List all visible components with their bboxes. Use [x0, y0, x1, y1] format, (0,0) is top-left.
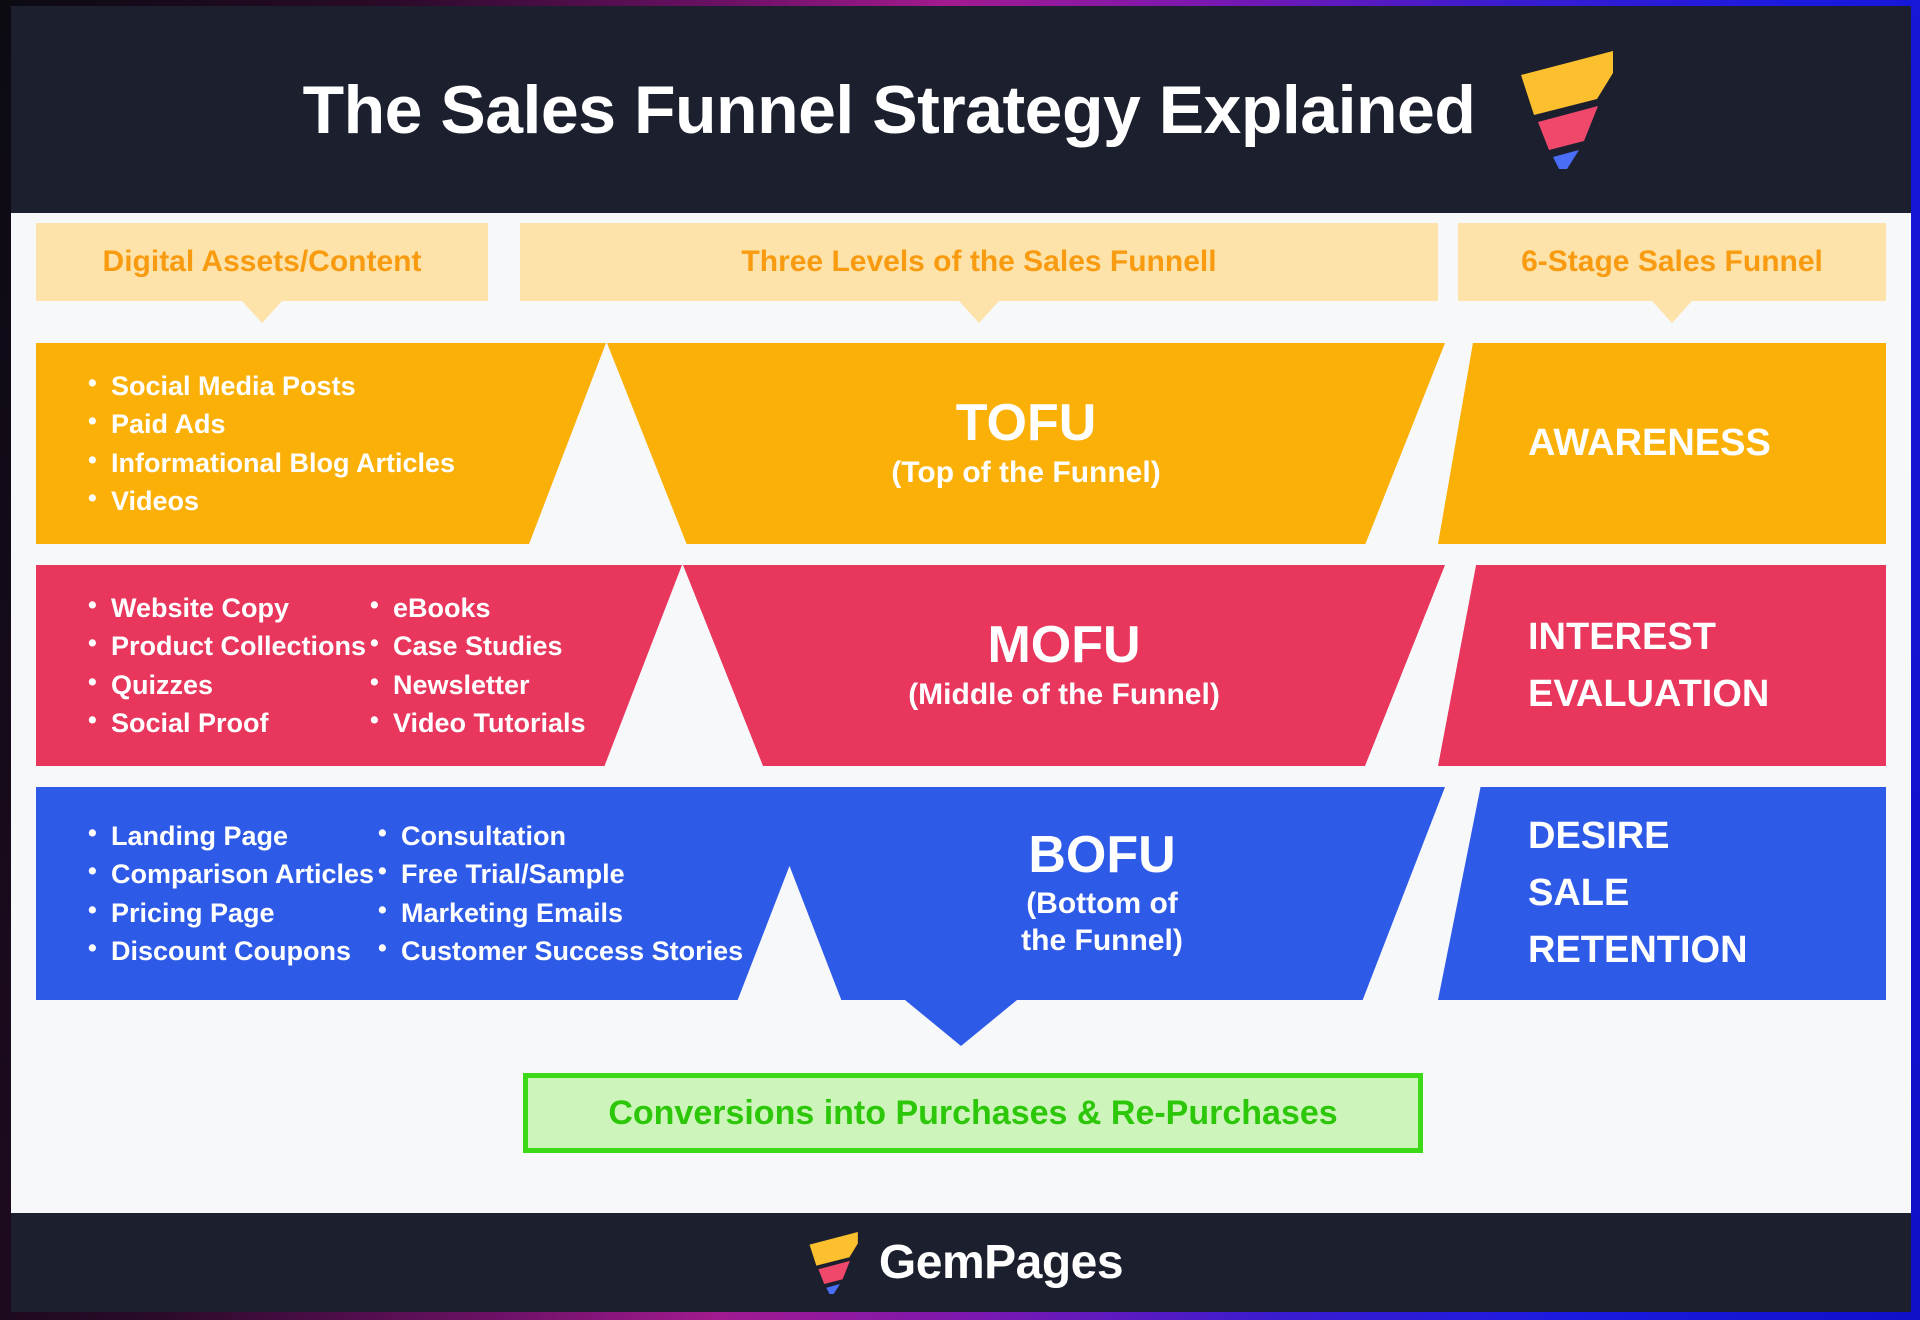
assets-bullet-list: Website Copy Product Collections Quizzes…: [84, 588, 366, 742]
level-panel-bofu: BOFU (Bottom of the Funnel): [759, 787, 1445, 1000]
funnel-logo-icon: [809, 1231, 858, 1294]
list-item: Videos: [84, 481, 455, 520]
column-header-digital-assets: Digital Assets/Content: [36, 223, 488, 301]
list-item: Quizzes: [84, 664, 366, 704]
assets-bullet-list: Social Media Posts Paid Ads Informationa…: [84, 366, 455, 520]
level-label-mofu: MOFU (Middle of the Funnel): [683, 618, 1445, 713]
level-full-line2: the Funnel): [1021, 923, 1183, 957]
list-item: Product Collections: [84, 626, 366, 665]
list-item: Paid Ads: [84, 404, 455, 443]
column-header-six-stage: 6-Stage Sales Funnel: [1458, 223, 1886, 301]
assets-panel-bofu: Landing Page Comparison Articles Pricing…: [36, 787, 820, 1000]
stage-item: INTEREST: [1528, 615, 1716, 658]
level-panel-tofu: TOFU (Top of the Funnel): [607, 343, 1445, 544]
level-abbr: BOFU: [1028, 825, 1176, 884]
stage-list-mofu: INTEREST EVALUATION: [1528, 609, 1769, 723]
stage-panel-tofu: AWARENESS: [1438, 343, 1886, 544]
page-title: The Sales Funnel Strategy Explained: [302, 71, 1476, 148]
funnel-row-mofu: Website Copy Product Collections Quizzes…: [11, 565, 1911, 766]
column-header-label: Digital Assets/Content: [102, 245, 422, 278]
assets-panel-mofu: Website Copy Product Collections Quizzes…: [36, 565, 682, 766]
level-full: (Top of the Funnel): [891, 455, 1161, 489]
assets-bullet-list: eBooks Case Studies Newsletter Video Tut…: [366, 588, 586, 742]
level-label-bofu: BOFU (Bottom of the Funnel): [759, 828, 1445, 960]
list-item: Comparison Articles: [84, 854, 374, 893]
stage-item: AWARENESS: [1528, 422, 1771, 464]
list-item: Website Copy: [84, 588, 366, 627]
brand-name: GemPages: [878, 1236, 1124, 1289]
list-item: Social Media Posts: [84, 366, 455, 405]
stage-item: RETENTION: [1528, 929, 1748, 971]
conversion-label: Conversions into Purchases & Re-Purchase…: [608, 1093, 1338, 1132]
funnel-stage: Digital Assets/Content Three Levels of t…: [11, 213, 1911, 1208]
stage-list-bofu: DESIRE SALE RETENTION: [1528, 808, 1748, 979]
header-bar: The Sales Funnel Strategy Explained: [11, 6, 1911, 213]
list-item: Marketing Emails: [374, 892, 743, 932]
list-item: Informational Blog Articles: [84, 442, 455, 482]
level-full: (Middle of the Funnel): [908, 677, 1220, 711]
assets-bullet-columns: Website Copy Product Collections Quizzes…: [84, 588, 586, 742]
level-full-line1: (Bottom of: [1026, 887, 1178, 921]
list-item: Video Tutorials: [366, 703, 586, 742]
assets-panel-tofu: Social Media Posts Paid Ads Informationa…: [36, 343, 606, 544]
stage-list-tofu: AWARENESS: [1528, 415, 1771, 472]
list-item: Pricing Page: [84, 892, 374, 932]
level-abbr: MOFU: [987, 615, 1141, 674]
funnel-row-tofu: Social Media Posts Paid Ads Informationa…: [11, 343, 1911, 544]
stage-item: DESIRE: [1528, 815, 1670, 857]
column-header-label: Three Levels of the Sales Funnell: [741, 245, 1217, 278]
list-item: Discount Coupons: [84, 931, 374, 970]
list-item: Customer Success Stories: [374, 931, 743, 970]
list-item: Landing Page: [84, 816, 374, 855]
level-panel-mofu: MOFU (Middle of the Funnel): [683, 565, 1445, 766]
list-item: Consultation: [374, 816, 743, 855]
assets-bullet-list: Landing Page Comparison Articles Pricing…: [84, 816, 374, 970]
list-item: eBooks: [366, 588, 586, 627]
column-header-three-levels: Three Levels of the Sales Funnell: [520, 223, 1438, 301]
arrow-down-icon: [905, 1000, 1017, 1046]
assets-bullet-columns: Landing Page Comparison Articles Pricing…: [84, 816, 743, 970]
list-item: Social Proof: [84, 703, 366, 742]
conversion-box: Conversions into Purchases & Re-Purchase…: [523, 1073, 1423, 1153]
list-item: Free Trial/Sample: [374, 854, 743, 893]
assets-bullet-list: Consultation Free Trial/Sample Marketing…: [374, 816, 743, 970]
level-label-tofu: TOFU (Top of the Funnel): [607, 396, 1445, 491]
assets-bullet-columns: Social Media Posts Paid Ads Informationa…: [84, 366, 455, 520]
infographic-canvas: The Sales Funnel Strategy Explained Digi…: [11, 6, 1911, 1312]
funnel-row-bofu: Landing Page Comparison Articles Pricing…: [11, 787, 1911, 1000]
list-item: Case Studies: [366, 626, 586, 665]
stage-item: EVALUATION: [1528, 672, 1770, 715]
column-header-label: 6-Stage Sales Funnel: [1521, 245, 1823, 278]
level-abbr: TOFU: [955, 393, 1097, 452]
stage-item: SALE: [1528, 872, 1630, 914]
list-item: Newsletter: [366, 664, 586, 704]
stage-panel-bofu: DESIRE SALE RETENTION: [1438, 787, 1886, 1000]
stage-panel-mofu: INTEREST EVALUATION: [1438, 565, 1886, 766]
funnel-logo-icon: [1521, 50, 1614, 169]
footer-bar: GemPages: [11, 1213, 1911, 1312]
